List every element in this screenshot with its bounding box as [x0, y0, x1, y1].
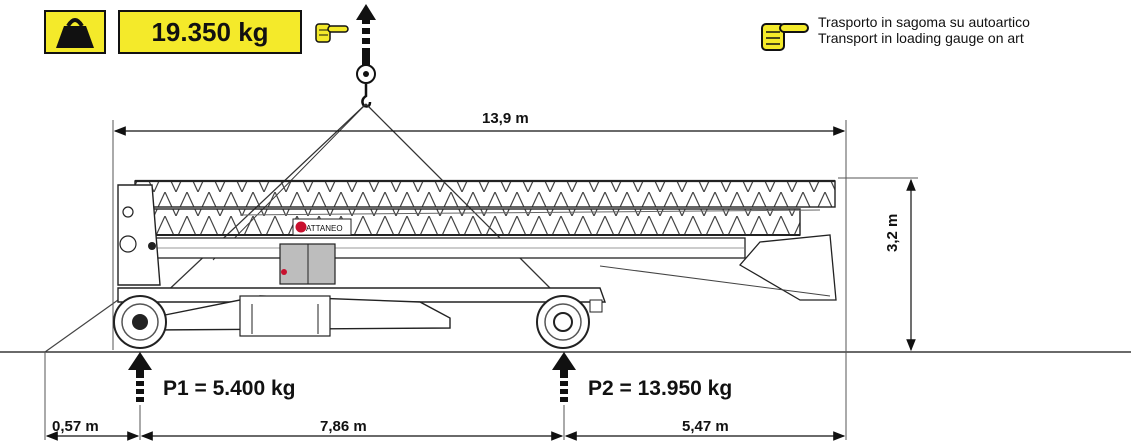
slewing-head: [117, 184, 161, 286]
weight-icon: [44, 10, 106, 54]
brand-logo: ATTANEO: [292, 218, 352, 236]
ballast-cabinet: [279, 243, 336, 285]
front-overhang-label: 0,57 m: [52, 418, 99, 435]
note-line-italian: Trasporto in sagoma su autoartico: [818, 14, 1030, 30]
overall-length-label: 13,9 m: [482, 110, 529, 127]
height-label: 3,2 m: [884, 213, 901, 252]
pointing-hand-icon: [315, 23, 349, 43]
p1-load-label: P1 = 5.400 kg: [163, 377, 296, 400]
p2-load-label: P2 = 13.950 kg: [588, 377, 733, 400]
chassis: [117, 287, 606, 337]
boom: [134, 179, 836, 236]
rear-wheel: [536, 295, 590, 349]
lifting-hook-icon: [356, 4, 376, 108]
rear-overhang-label: 5,47 m: [682, 418, 729, 435]
total-weight: 19.350 kg: [118, 10, 302, 54]
p1-load-arrow-icon: [128, 352, 152, 402]
note-line-english: Transport in loading gauge on art: [818, 30, 1024, 46]
transport-note: Trasporto in sagoma su autoartico Transp…: [818, 14, 1030, 46]
wheelbase-label: 7,86 m: [320, 418, 367, 435]
note-pointing-hand-icon: [761, 23, 809, 51]
svg-text:ATTANEO: ATTANEO: [306, 224, 343, 233]
outrigger-line: [44, 299, 119, 353]
p2-load-arrow-icon: [552, 352, 576, 402]
total-weight-value: 19.350 kg: [151, 16, 269, 47]
front-wheel: [113, 295, 167, 349]
